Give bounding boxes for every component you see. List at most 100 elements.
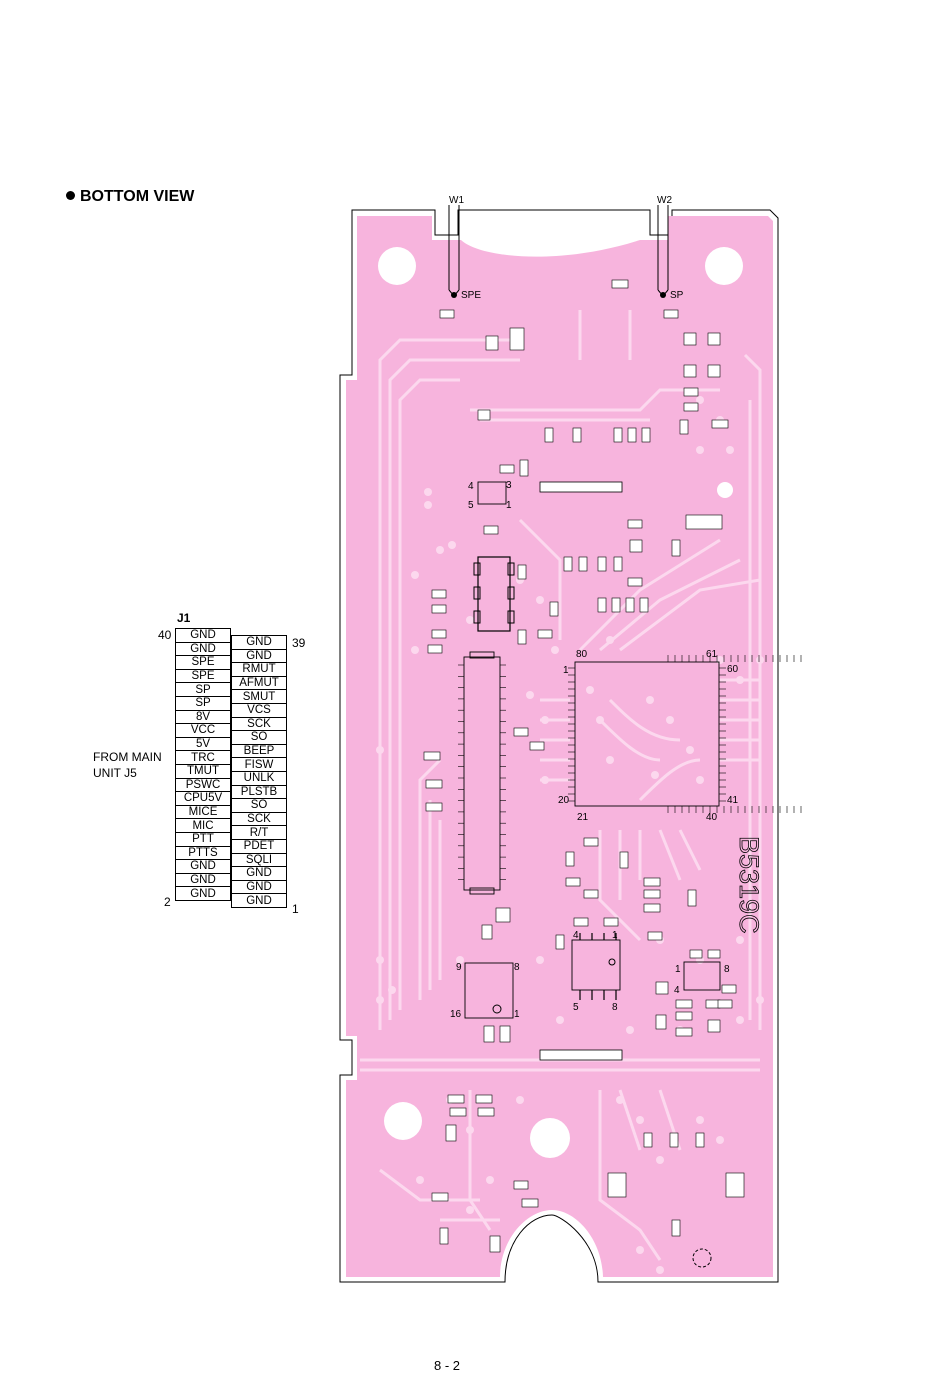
crystal-x1 [473,556,515,632]
smd-part [431,629,447,639]
smd-part [431,589,447,599]
smd-part [707,1019,721,1033]
right-pin-row: GND [231,893,287,908]
smd-part [627,519,643,529]
view-title-text: BOTTOM VIEW [80,188,195,205]
smd-part [549,601,559,617]
ic-pin-21: 21 [577,812,589,823]
smd-part [671,1219,681,1237]
board-code: B5319C [734,836,764,934]
ic-pin-80: 80 [576,649,588,660]
mounting-hole [705,247,743,285]
board-connector-j1-pins [458,664,506,881]
ic2-pin-1: 1 [514,1009,520,1020]
smd-part [544,427,554,443]
smd-part [675,999,693,1009]
smd-part [683,364,697,378]
right-pin-label: BEEP [231,743,287,759]
right-pin-row: SMUT [231,689,287,704]
smd-part [655,981,669,995]
smd-part [707,949,721,959]
smd-part [679,419,689,435]
left-pin-row: GND [175,886,231,901]
smd-part [683,402,699,412]
smd-part [685,514,723,530]
smd-part [643,889,661,899]
mounting-hole [378,247,416,285]
smd-part [447,1094,465,1104]
smd-part [573,917,589,927]
smd-part [675,1011,693,1021]
slot-cutout [725,1172,745,1198]
smd-part [675,1027,693,1037]
ic2-pin-8: 8 [514,962,520,973]
smd-part [495,907,511,923]
connector-slot [539,1049,623,1061]
soic-pin-4: 4 [573,930,579,941]
ic-small-right [683,961,721,991]
smd-part [475,1094,493,1104]
ic-pin-41: 41 [727,795,739,806]
source-line-2: UNIT J5 [93,766,137,780]
mounting-hole [530,1118,570,1158]
main-ic-pins [568,655,802,813]
smd-part [687,889,697,907]
smd-part [565,851,575,867]
main-ic [574,661,720,807]
wire-label-w2: W2 [657,195,672,206]
ic2-pin-9: 9 [456,962,462,973]
right-pin-row: BEEP [231,743,287,759]
smd-part [485,335,499,351]
smd-part [625,597,635,613]
smd-part [449,1107,467,1117]
wire-label-w1: W1 [449,195,464,206]
transistor-package [477,481,507,505]
q-pin-1: 1 [506,500,512,511]
smd-part [572,427,582,443]
smd-part [555,934,565,950]
smd-part [477,409,491,421]
smd-part [583,889,599,899]
mounting-hole [692,1248,712,1268]
smd-part [425,779,443,789]
smd-part [565,877,581,887]
smd-part [663,309,679,319]
q-pin-5: 5 [468,500,474,511]
smd-part [683,332,697,346]
pin-number-39: 39 [292,636,306,650]
smd-part [431,1192,449,1202]
source-line-1: FROM MAIN [93,750,162,764]
smd-part [707,364,721,378]
right-pin-label: GND [231,893,287,908]
slot-cutout [607,1172,627,1198]
smd-part [711,419,729,429]
smd-part [613,556,623,572]
smd-part [647,931,663,941]
smd-part [695,1132,705,1148]
smd-part [627,427,637,443]
smd-part [597,597,607,613]
smd-part [445,1124,457,1142]
left-pin-label: GND [175,886,231,901]
connector-slot [539,481,623,493]
soic-pin1-marker [608,958,616,966]
ic3-pin-1: 1 [675,964,681,975]
smd-part [521,1198,539,1208]
smd-part [721,984,737,994]
smd-part [683,387,699,397]
pcb-board [346,216,773,1277]
wire-pad-sp [660,292,666,298]
smd-part [583,837,599,847]
smd-part [509,327,525,351]
smd-part [513,1180,529,1190]
connector-name: J1 [177,611,191,625]
ic-pin-1: 1 [563,665,569,676]
ic2-pin-16: 16 [450,1009,462,1020]
soic-pin-5: 5 [573,1002,579,1013]
smd-part [619,851,629,869]
smd-part [439,1227,449,1245]
smd-part [641,427,651,443]
left-pin-row: MIC [175,818,231,833]
